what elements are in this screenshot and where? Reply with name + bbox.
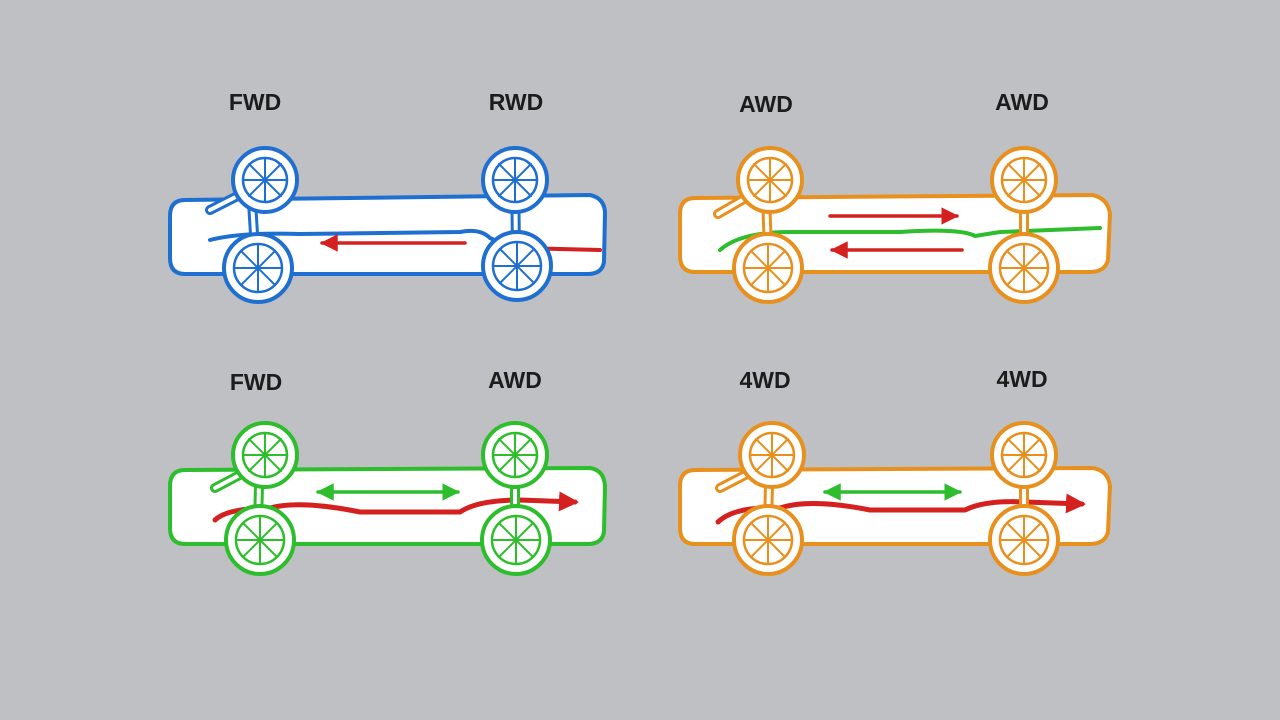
drive-line	[208, 228, 514, 250]
diagram-awd-awd: AWD AWD	[678, 89, 1112, 304]
diagram-1-right-label: RWD	[489, 89, 544, 115]
drive-line	[718, 226, 1102, 252]
diagram-1-left-label: FWD	[229, 89, 281, 115]
diagram-fwd-awd: FWD AWD	[168, 367, 607, 576]
diagram-3-left-label: FWD	[230, 369, 282, 395]
diagram-4-left-label: 4WD	[739, 367, 790, 393]
drive-line	[715, 493, 1086, 525]
diagram-4wd-4wd: 4WD 4WD	[678, 366, 1112, 576]
diagram-2-right-label: AWD	[995, 89, 1049, 115]
diagram-2-left-label: AWD	[739, 91, 793, 117]
diagram-fwd-rwd: FWD RWD	[168, 89, 607, 304]
diagram-3-right-label: AWD	[488, 367, 542, 393]
diagram-4-right-label: 4WD	[996, 366, 1047, 392]
